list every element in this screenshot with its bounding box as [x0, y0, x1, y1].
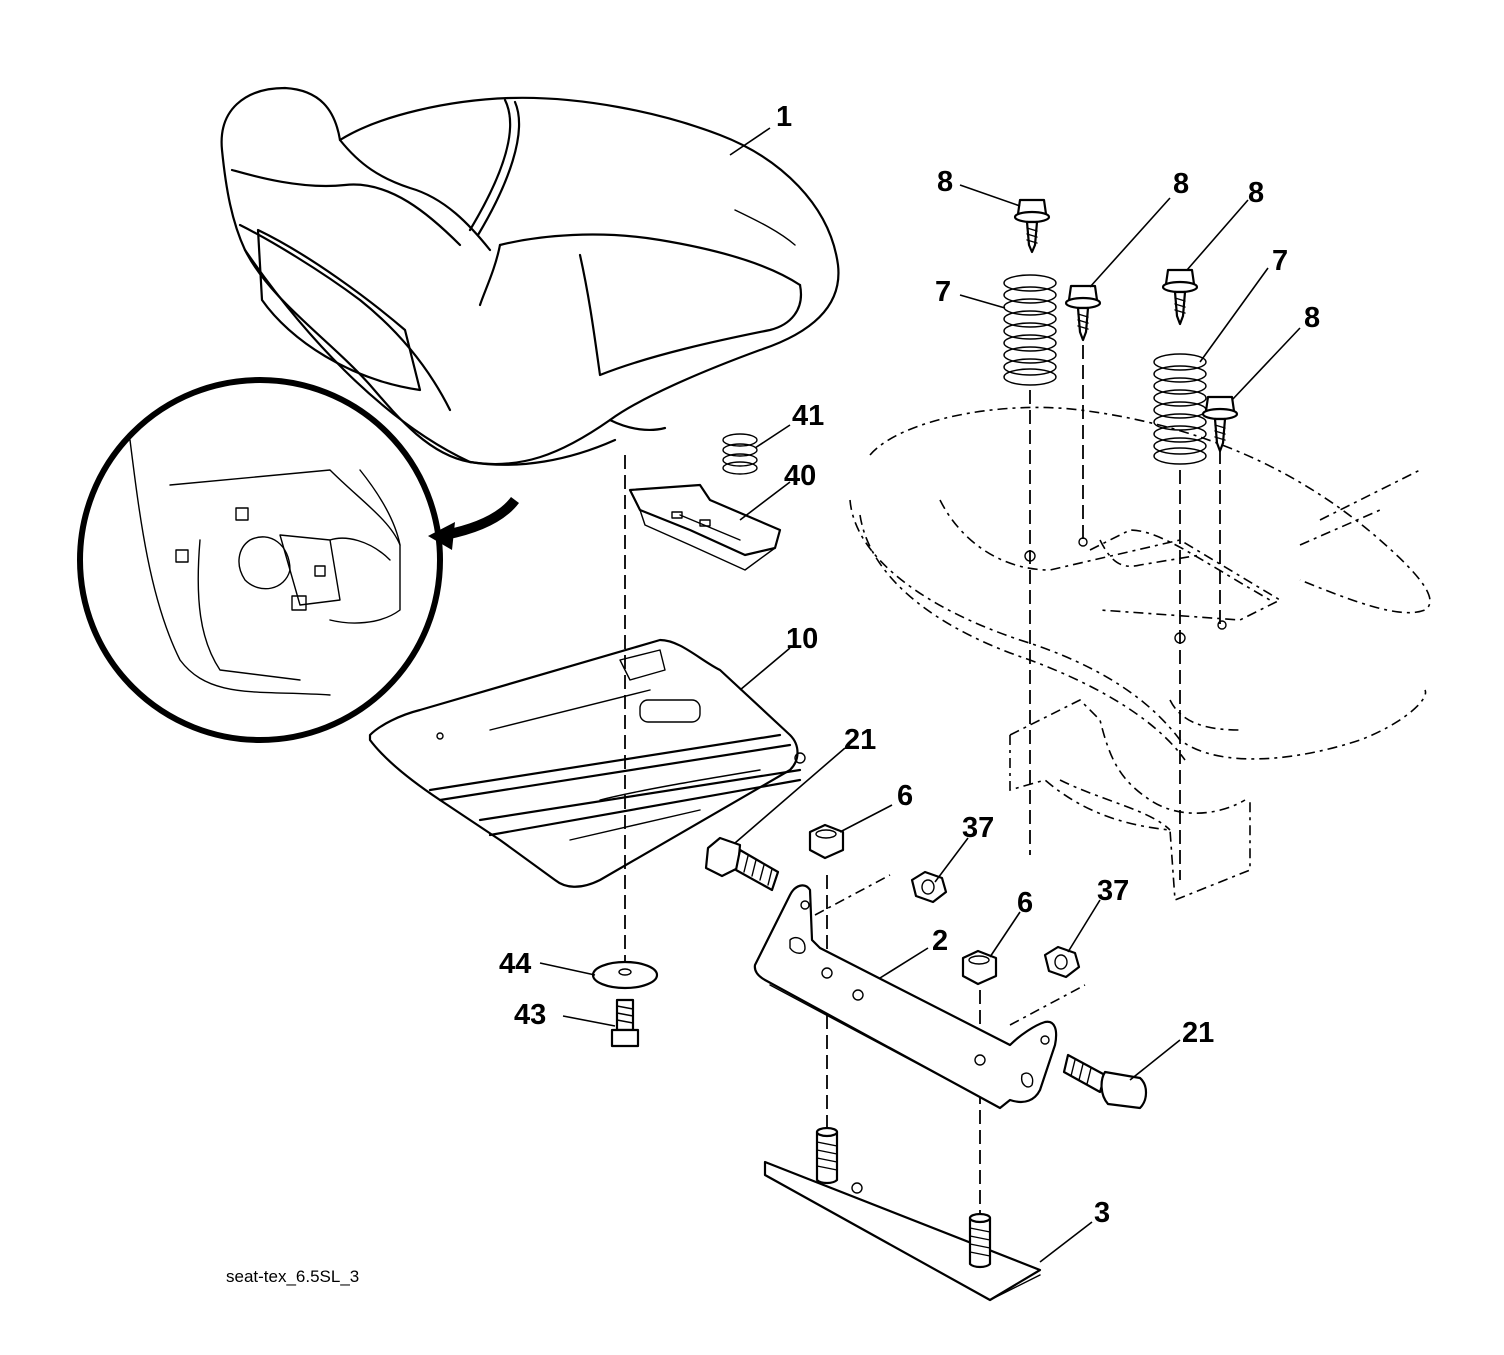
callout-40: 40 — [784, 460, 816, 492]
tractor-frame-reference — [849, 406, 1431, 902]
callout-2: 2 — [932, 925, 948, 957]
callout-7b: 7 — [1272, 245, 1288, 277]
callout-43: 43 — [514, 999, 546, 1031]
spring-part-7-left — [1003, 274, 1057, 386]
diagram-caption: seat-tex_6.5SL_3 — [226, 1267, 359, 1286]
callout-37a: 37 — [962, 812, 994, 844]
callout-21b: 21 — [1182, 1017, 1214, 1049]
spring-part-7-right — [1153, 353, 1207, 465]
bolt-part-21-b — [1062, 1053, 1148, 1110]
callout-8a: 8 — [937, 166, 953, 198]
nut-part-6-b — [961, 949, 998, 986]
seat-part-1 — [220, 86, 840, 466]
screw-part-8-a — [1013, 198, 1051, 254]
latch-part-40 — [628, 483, 782, 571]
callout-10: 10 — [786, 623, 818, 655]
callout-3: 3 — [1094, 1197, 1110, 1229]
callout-37b: 37 — [1097, 875, 1129, 907]
callout-7a: 7 — [935, 276, 951, 308]
mounting-detail-inset — [77, 377, 443, 743]
callout-21a: 21 — [844, 724, 876, 756]
bolt-part-43 — [610, 998, 640, 1048]
screw-part-8-b — [1064, 284, 1102, 342]
washer-part-44 — [591, 960, 659, 990]
callout-6b: 6 — [1017, 887, 1033, 919]
callout-labels: 1 8 8 8 7 7 8 41 40 10 21 6 37 2 6 37 44… — [499, 101, 1320, 1229]
callout-8d: 8 — [1304, 302, 1320, 334]
callout-8b: 8 — [1173, 168, 1189, 200]
callout-44: 44 — [499, 948, 531, 980]
callout-6a: 6 — [897, 780, 913, 812]
bolt-part-21-a — [704, 836, 780, 892]
nut-part-6-a — [808, 823, 845, 860]
base-plate-part-3 — [763, 1126, 1042, 1302]
screw-part-8-d — [1201, 395, 1239, 453]
assembly-guide-lines — [624, 345, 1221, 1215]
spring-part-41 — [722, 433, 758, 475]
seat-plate-part-10 — [368, 638, 806, 888]
nut-part-37-b — [1043, 945, 1081, 979]
bracket-part-2 — [753, 884, 1058, 1110]
leader-lines — [539, 127, 1301, 1263]
callout-8c: 8 — [1248, 177, 1264, 209]
screw-part-8-c — [1161, 268, 1199, 326]
callout-1: 1 — [776, 101, 792, 133]
callout-41: 41 — [792, 400, 824, 432]
curved-arrow — [428, 496, 519, 550]
nut-part-37-a — [910, 870, 948, 904]
